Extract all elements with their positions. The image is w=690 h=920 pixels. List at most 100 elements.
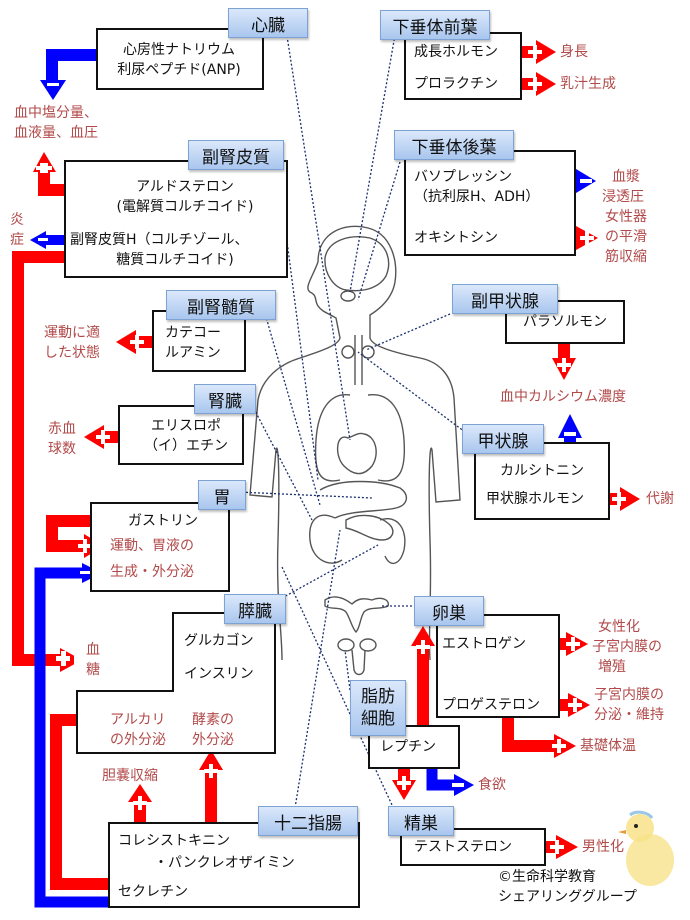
vasopressin-hormone-line2: （抗利尿H、ADH） bbox=[414, 189, 540, 205]
gastrin-hormone: ガストリン bbox=[128, 513, 198, 529]
body-outline bbox=[249, 225, 461, 676]
parathyroid-label: 副甲状腺 bbox=[452, 284, 558, 314]
copyright-text: ©生命科学教育 bbox=[498, 869, 596, 885]
adipocyte-label-line1: 脂肪 bbox=[361, 687, 395, 707]
basal-temp-effect: 基礎体温 bbox=[580, 738, 636, 754]
insulin-hormone: インスリン bbox=[184, 666, 254, 682]
estrogen-hormone: エストロゲン bbox=[442, 636, 526, 652]
anp-arrowhead bbox=[40, 80, 66, 100]
rbc-effect: 赤血 bbox=[48, 421, 76, 437]
kidney-label: 腎臓 bbox=[194, 384, 256, 414]
anterior-pituitary-label: 下垂体前葉 bbox=[380, 10, 490, 40]
feminization-effect-line2: 子宮内膜の bbox=[592, 639, 662, 655]
pancreas-label: 膵臓 bbox=[224, 594, 286, 624]
gastric-effect-line2: 生成・外分泌 bbox=[110, 564, 194, 580]
adipocyte-label-line2: 細胞 bbox=[361, 709, 395, 729]
blood-sugar-effect: 血 bbox=[86, 642, 100, 658]
plasma-osm-effect: 血漿 bbox=[612, 169, 640, 185]
adrenal-medulla-box bbox=[152, 310, 246, 372]
smooth-muscle-effect: 女性器 bbox=[605, 209, 647, 225]
masculinization-effect: 男性化 bbox=[582, 839, 624, 855]
heart-label: 心臓 bbox=[228, 8, 308, 38]
oxytocin-hormone: オキシトシン bbox=[414, 230, 498, 246]
thyroid-label: 甲状腺 bbox=[462, 424, 544, 454]
aldosterone-hormone-line2: (電解質コルチコイド) bbox=[116, 199, 254, 215]
catecholamine-hormone-line2: ルアミン bbox=[165, 345, 221, 361]
cck-hormone-line2: ・パンクレオザイミン bbox=[154, 855, 295, 871]
smooth-muscle-effect-line2: の平滑 bbox=[605, 229, 647, 245]
aldosterone-hormone: アルドステロン bbox=[136, 179, 234, 195]
feminization-effect-line3: 増殖 bbox=[598, 659, 626, 675]
alkali-effect-line2: の外分泌 bbox=[110, 732, 166, 748]
endometrium-effect: 子宮内膜の bbox=[594, 687, 664, 703]
glucagon-hormone: グルカゴン bbox=[184, 633, 254, 649]
endometrium-effect-line2: 分泌・維持 bbox=[594, 707, 664, 723]
cck-hormone: コレシストキニン bbox=[118, 833, 230, 849]
prolactin-hormone: プロラクチン bbox=[414, 76, 498, 92]
basal-temp-arrow bbox=[502, 717, 558, 752]
adipocyte-label: 脂肪 細胞 bbox=[350, 680, 406, 736]
anp-hormone: 心房性ナトリウム bbox=[123, 42, 235, 58]
secretin-inhibit-arrow bbox=[34, 567, 114, 908]
catecholamine-hormone: カテコー bbox=[165, 325, 221, 341]
blood-calcium-effect: 血中カルシウム濃度 bbox=[500, 389, 626, 405]
feminization-effect: 女性化 bbox=[598, 619, 640, 635]
inflammation-effect: 炎 bbox=[10, 212, 24, 228]
testosterone-hormone: テストステロン bbox=[414, 839, 512, 855]
secretin-hormone: セクレチン bbox=[118, 884, 188, 900]
ovary-label: 卵巣 bbox=[414, 596, 484, 626]
duodenum-box bbox=[108, 822, 360, 908]
heart-box bbox=[96, 28, 264, 90]
plasma-osm-effect-line2: 浸透圧 bbox=[602, 189, 644, 205]
exercise-effect: 運動に適 bbox=[44, 325, 100, 341]
pth-hormone: パラソルモン bbox=[523, 314, 607, 330]
progesterone-hormone: プロゲステロン bbox=[442, 697, 540, 713]
exercise-effect-line2: した状態 bbox=[44, 345, 100, 361]
alkali-effect: アルカリ bbox=[110, 712, 166, 728]
cortisol-hormone-line2: 糖質コルチコイド) bbox=[116, 252, 234, 268]
gallbladder-effect: 胆嚢収縮 bbox=[102, 768, 158, 784]
enzyme-effect-line2: 外分泌 bbox=[192, 732, 234, 748]
adrenal-medulla-label: 副腎髄質 bbox=[166, 290, 276, 320]
appetite-effect: 食欲 bbox=[478, 777, 506, 793]
height-effect: 身長 bbox=[560, 44, 588, 60]
blood-salt-effect: 血中塩分量、 bbox=[14, 105, 98, 121]
cortisol-hormone: 副腎皮質H（コルチゾール、 bbox=[70, 232, 249, 248]
kidney-box bbox=[118, 405, 244, 465]
epo-hormone: エリスロポ bbox=[151, 418, 221, 434]
rbc-effect-line2: 球数 bbox=[48, 441, 76, 457]
gastrin-arrow bbox=[46, 515, 110, 552]
thyroid-box bbox=[474, 442, 610, 520]
posterior-pituitary-box bbox=[404, 150, 576, 256]
anp-hormone-line2: 利尿ペプチド(ANP) bbox=[117, 62, 241, 78]
testis-label: 精巣 bbox=[388, 806, 454, 836]
vasopressin-hormone: バソプレッシン bbox=[414, 169, 512, 185]
stomach-label: 胃 bbox=[198, 480, 246, 510]
gh-hormone: 成長ホルモン bbox=[414, 44, 498, 60]
duodenum-label: 十二指腸 bbox=[258, 806, 358, 836]
stomach-box bbox=[90, 502, 230, 592]
metabolism-effect: 代謝 bbox=[646, 491, 674, 507]
copyright-text-line2: シェアリンググループ bbox=[498, 889, 637, 905]
inflammation-effect-line2: 症 bbox=[10, 232, 24, 248]
epo-hormone-line2: （イ）エチン bbox=[144, 438, 228, 454]
blood-salt-effect-line2: 血液量、血圧 bbox=[14, 125, 98, 141]
thyroid-hormone: 甲状腺ホルモン bbox=[486, 491, 584, 507]
posterior-pituitary-label: 下垂体後葉 bbox=[394, 130, 514, 160]
leptin-appetite-arrow bbox=[426, 766, 456, 791]
adrenal-cortex-box bbox=[64, 160, 288, 278]
calcitonin-hormone: カルシトニン bbox=[500, 463, 584, 479]
gastric-effect: 運動、胃液の bbox=[110, 538, 194, 554]
anterior-pituitary-box bbox=[404, 32, 522, 100]
smooth-muscle-effect-line3: 筋収縮 bbox=[605, 249, 647, 265]
ovary-box bbox=[436, 614, 560, 718]
adrenal-cortex-label: 副腎皮質 bbox=[188, 140, 284, 170]
enzyme-effect: 酵素の bbox=[192, 712, 234, 728]
blood-sugar-effect-line2: 糖 bbox=[86, 662, 100, 678]
leptin-hormone: レプチン bbox=[380, 739, 436, 755]
secretin-alkali-arrow bbox=[50, 714, 114, 890]
anp-inhibit-arrow bbox=[46, 49, 98, 82]
